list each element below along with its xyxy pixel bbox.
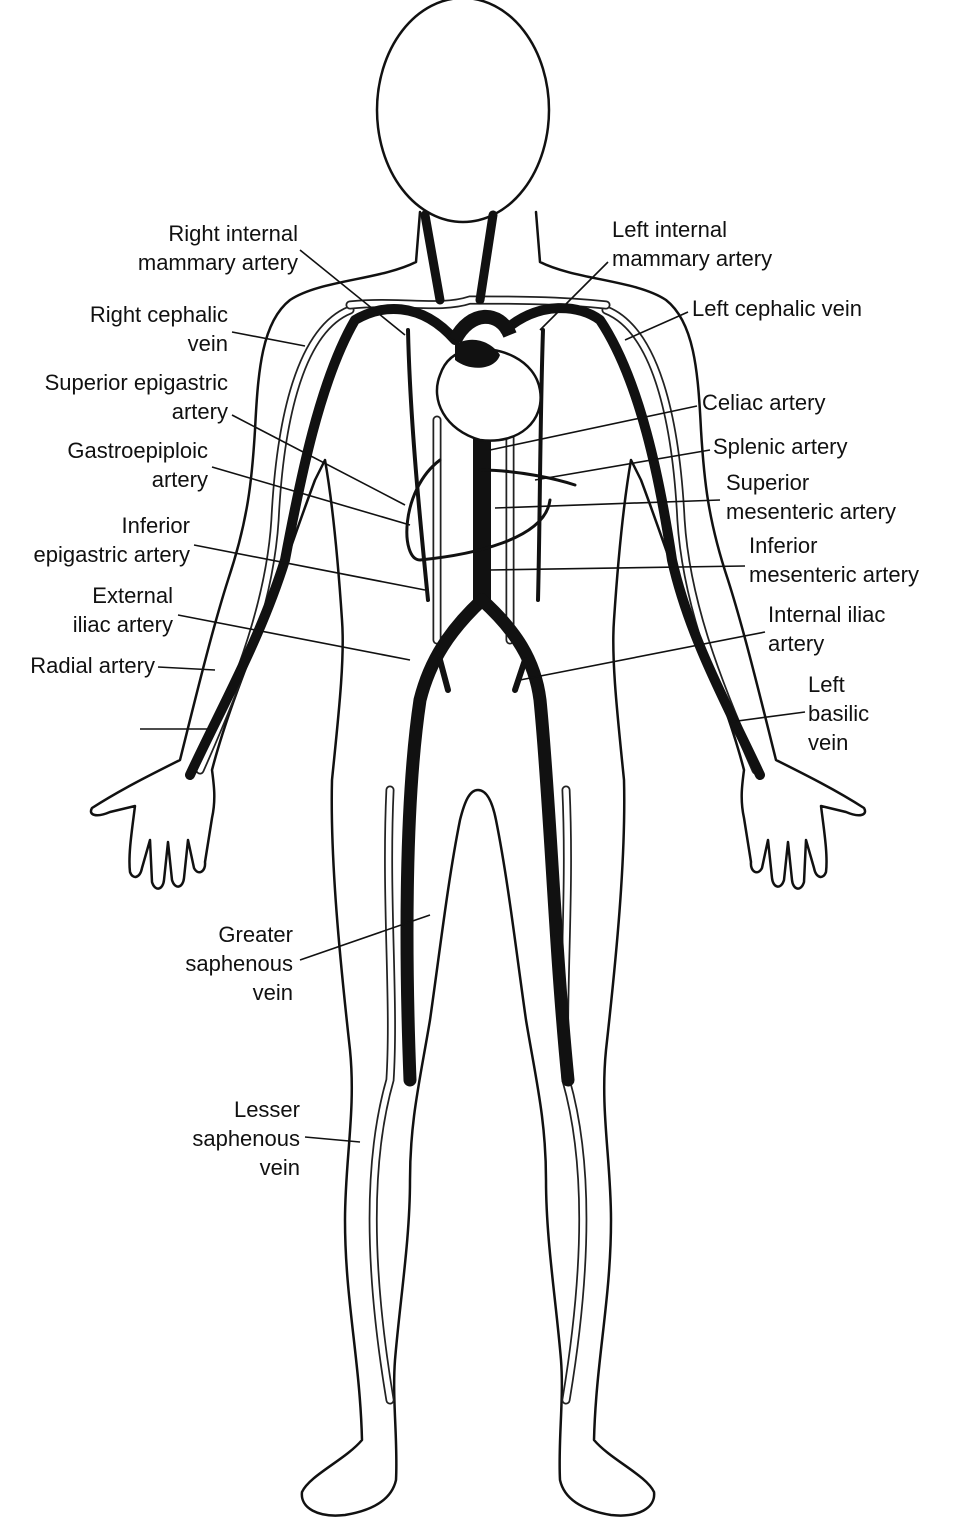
label-text: Right internal — [168, 221, 298, 246]
label-left-basilic-vein: Left basilic vein — [729, 672, 869, 755]
label-text: Inferior — [749, 533, 817, 558]
label-text: saphenous — [185, 951, 293, 976]
label-text: vein — [188, 331, 228, 356]
leader-line — [231, 414, 406, 506]
label-text: mammary artery — [138, 250, 298, 275]
label-gastroepiploic-artery: Gastroepiploic artery — [67, 438, 411, 526]
heart — [435, 309, 542, 442]
leader-line — [157, 666, 216, 671]
label-radial-artery: Radial artery — [30, 653, 216, 678]
leader-line — [539, 261, 609, 331]
label-greater-saphenous-vein: Greater saphenous vein — [185, 914, 431, 1005]
leader-line — [489, 565, 746, 571]
veins — [195, 295, 761, 1405]
label-external-iliac-artery: External iliac artery — [73, 583, 411, 661]
leader-line — [489, 405, 698, 451]
label-lesser-saphenous-vein: Lesser saphenous vein — [192, 1097, 361, 1180]
label-text: mesenteric artery — [749, 562, 919, 587]
leader-line — [624, 311, 689, 341]
label-right-cephalic-vein: Right cephalic vein — [90, 302, 306, 356]
label-text: Lesser — [234, 1097, 300, 1122]
leader-line — [729, 711, 806, 723]
leader-line — [299, 914, 431, 961]
label-text: External — [92, 583, 173, 608]
label-text: Inferior — [122, 513, 190, 538]
label-text: Celiac artery — [702, 390, 825, 415]
label-text: Splenic artery — [713, 434, 848, 459]
label-text: mammary artery — [612, 246, 772, 271]
arteries — [185, 210, 765, 1087]
label-text: basilic — [808, 701, 869, 726]
leader-line — [211, 466, 411, 526]
label-text: Superior — [726, 470, 809, 495]
label-text: saphenous — [192, 1126, 300, 1151]
label-text: Right cephalic — [90, 302, 228, 327]
label-left-internal-mammary-artery: Left internal mammary artery — [539, 217, 772, 331]
label-text: Greater — [218, 922, 293, 947]
leader-line — [534, 449, 711, 481]
label-text: mesenteric artery — [726, 499, 896, 524]
leader-line — [494, 499, 721, 509]
leader-line — [193, 544, 426, 591]
body-outline — [89, 210, 867, 1517]
label-text: artery — [768, 631, 824, 656]
label-inferior-mesenteric-artery: Inferior mesenteric artery — [489, 533, 919, 587]
label-text: artery — [172, 399, 228, 424]
label-text: Gastroepiploic — [67, 438, 208, 463]
leader-line — [231, 331, 306, 347]
label-text: iliac artery — [73, 612, 173, 637]
label-text: Radial artery — [30, 653, 155, 678]
label-text: artery — [152, 467, 208, 492]
label-superior-epigastric-artery: Superior epigastric artery — [45, 370, 406, 506]
label-inferior-epigastric-artery: Inferior epigastric artery — [33, 513, 426, 591]
leader-line — [177, 614, 411, 661]
label-text: vein — [260, 1155, 300, 1180]
label-text: Superior epigastric — [45, 370, 228, 395]
label-text: Internal iliac — [768, 602, 885, 627]
label-text: vein — [808, 730, 848, 755]
label-right-internal-mammary-artery: Right internal mammary artery — [138, 221, 406, 336]
leader-line — [304, 1136, 361, 1143]
label-splenic-artery: Splenic artery — [534, 434, 848, 481]
label-celiac-artery: Celiac artery — [489, 390, 825, 451]
label-superior-mesenteric-artery: Superior mesenteric artery — [494, 470, 896, 524]
label-internal-iliac-artery: Internal iliac artery — [519, 602, 885, 681]
leader-line — [519, 631, 766, 681]
label-left-cephalic-vein: Left cephalic vein — [624, 296, 862, 341]
label-text: vein — [253, 980, 293, 1005]
head-outline — [375, 0, 551, 224]
label-text: Left cephalic vein — [692, 296, 862, 321]
label-text: Left internal — [612, 217, 727, 242]
label-text: Left — [808, 672, 845, 697]
leader-line — [299, 249, 406, 336]
label-text: epigastric artery — [33, 542, 190, 567]
